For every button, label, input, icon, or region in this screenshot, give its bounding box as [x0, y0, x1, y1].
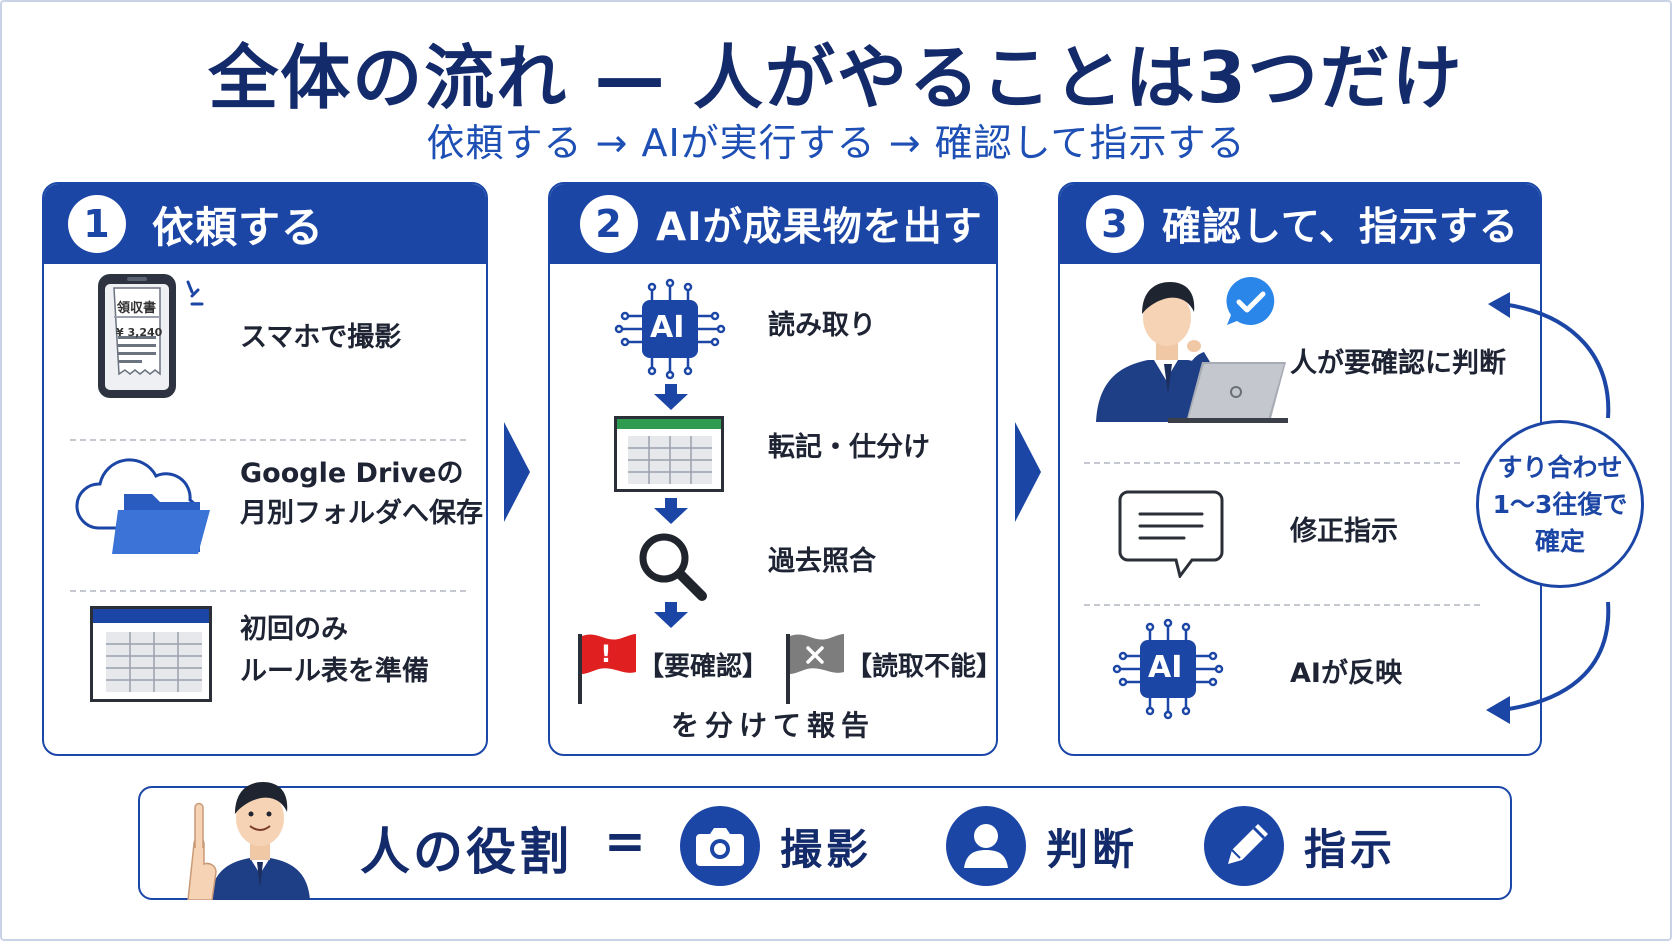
step-2-read-label: 読み取り [768, 310, 876, 341]
step-2-panel: 2 AIが成果物を出す AI 読み取り 転記・仕分け [548, 182, 998, 756]
step-2-title: AIが成果物を出す [656, 205, 983, 250]
loop-line-3: 確定 [1534, 526, 1585, 556]
role-photo-circle [680, 806, 760, 886]
loop-line-1: すり合わせ [1497, 452, 1623, 482]
person-icon [964, 824, 1008, 868]
step-1-item-drive-label-2: 月別フォルダへ保存 [240, 498, 483, 529]
person-pointing-icon [187, 782, 310, 900]
spreadsheet-icon [614, 416, 724, 492]
ai-chip-label: AI [1148, 650, 1183, 685]
step-1-item-rules-label-2: ルール表を準備 [240, 656, 429, 687]
step-3-title: 確認して、指示する [1162, 205, 1519, 250]
role-instruct-label: 指示 [1304, 825, 1397, 874]
divider [70, 439, 466, 441]
divider [70, 590, 466, 592]
page-subtitle: 依頼する → AIが実行する → 確認して指示する [426, 121, 1246, 165]
red-flag-icon: ! [578, 634, 636, 704]
step-2-header: 2 AIが成果物を出す [550, 184, 996, 264]
role-photo-label: 撮影 [780, 825, 873, 874]
step-2-compare-label: 過去照合 [768, 546, 876, 577]
cloud-folder-icon [75, 458, 210, 554]
loop-badge: すり合わせ 1〜3往復で 確定 [1476, 420, 1644, 588]
ai-chip-label: AI [650, 310, 685, 345]
role-instruct-circle [1204, 806, 1284, 886]
flag-needs-check-label: 【要確認】 [638, 652, 769, 682]
step-2-number: 2 [580, 195, 638, 253]
step-3-header: 3 確認して、指示する [1060, 184, 1540, 264]
ai-chip-icon [1112, 618, 1224, 720]
receipt-amount-text: ¥ 3,240 [116, 326, 163, 339]
receipt-title-text: 領収書 [117, 301, 157, 316]
divider [1084, 604, 1480, 606]
ai-chip-icon [614, 278, 726, 380]
roles-equals: = [604, 812, 646, 870]
role-judge-circle [946, 806, 1026, 886]
step-1-number: 1 [68, 195, 126, 253]
page-title: 全体の流れ — 人がやることは3つだけ [208, 37, 1464, 119]
step-3-correct-label: 修正指示 [1290, 516, 1398, 547]
flag-unreadable-label: 【読取不能】 [846, 652, 998, 682]
step-3-apply-label: AIが反映 [1290, 658, 1402, 689]
step-3-panel: 3 確認して、指示する 人が要確認に判断 修正指示 [1058, 182, 1542, 756]
step-1-item-rules: 初回のみ ルール表を準備 [44, 598, 486, 748]
arrow-down-icon [654, 384, 688, 410]
step-3-number: 3 [1086, 195, 1144, 253]
pencil-icon [1228, 824, 1268, 864]
step-3-judge-label: 人が要確認に判断 [1290, 348, 1506, 379]
arrow-down-icon [654, 498, 688, 524]
camera-icon [696, 828, 744, 866]
step-1-header: 1 依頼する [44, 184, 486, 264]
roles-bar: 人の役割 = 撮影 判断 指示 [138, 782, 1512, 900]
step-1-title: 依頼する [152, 202, 325, 252]
smartphone-receipt-icon [98, 274, 204, 398]
chevron-right-icon [504, 422, 530, 522]
person-laptop-icon [1096, 282, 1288, 423]
step-2-report-label: を分けて報告 [670, 709, 875, 742]
arrow-down-icon [654, 602, 688, 628]
step-1-item-rules-label-1: 初回のみ [240, 614, 348, 645]
step-1-item-photo-label: スマホで撮影 [240, 322, 402, 353]
step-1-item-drive-label-1: Google Driveの [240, 458, 464, 489]
roles-title: 人の役割 [360, 823, 572, 881]
spreadsheet-icon [90, 606, 212, 702]
magnifier-icon [639, 533, 707, 601]
step-1-item-drive: Google Driveの 月別フォルダへ保存 [44, 446, 486, 566]
step-2-transcribe-label: 転記・仕分け [768, 432, 930, 463]
gray-flag-icon [786, 634, 844, 704]
role-judge-label: 判断 [1046, 825, 1139, 874]
check-badge-icon [1226, 276, 1275, 325]
divider [1084, 462, 1460, 464]
chevron-right-icon [1015, 422, 1041, 522]
loop-line-2: 1〜3往復で [1492, 489, 1628, 519]
loop-arrows-icon [1486, 292, 1611, 724]
svg-text:!: ! [601, 640, 612, 668]
step-1-item-photo: 領収書 ¥ 3,240 スマホで撮影 [44, 264, 486, 424]
step-1-panel: 1 依頼する 領収書 ¥ 3,240 スマホで撮影 Google Driveの … [42, 182, 488, 756]
speech-bubble-icon [1118, 490, 1224, 578]
